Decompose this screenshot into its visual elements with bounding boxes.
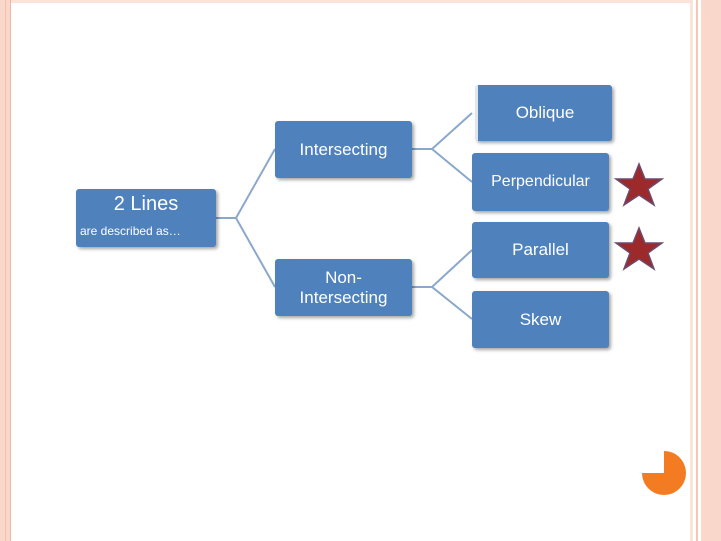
node-non-intersecting: Non- Intersecting — [275, 259, 412, 316]
node-oblique: Oblique — [475, 85, 612, 141]
connector-nonintersecting-parallel — [412, 249, 473, 288]
pie-quarter-icon — [642, 451, 686, 495]
star-icon — [613, 162, 665, 207]
connector-intersecting-perpendicular — [412, 148, 473, 183]
slide-frame-right — [690, 0, 721, 541]
root-title: 2 Lines — [113, 193, 179, 215]
node-intersecting: Intersecting — [275, 121, 412, 178]
slide-frame-top — [10, 0, 690, 3]
connector-root-intersecting — [216, 148, 276, 219]
root-subtitle: are described as… — [80, 224, 181, 238]
slide-frame-left — [0, 0, 11, 541]
root-node-2-lines: 2 Lines are described as… — [76, 189, 216, 247]
connector-root-nonintersecting — [216, 217, 276, 288]
node-parallel: Parallel — [472, 222, 609, 278]
node-perpendicular: Perpendicular — [472, 153, 609, 211]
connector-intersecting-oblique — [412, 112, 473, 150]
star-icon — [613, 226, 665, 271]
connector-nonintersecting-skew — [412, 286, 473, 320]
node-skew: Skew — [472, 291, 609, 348]
